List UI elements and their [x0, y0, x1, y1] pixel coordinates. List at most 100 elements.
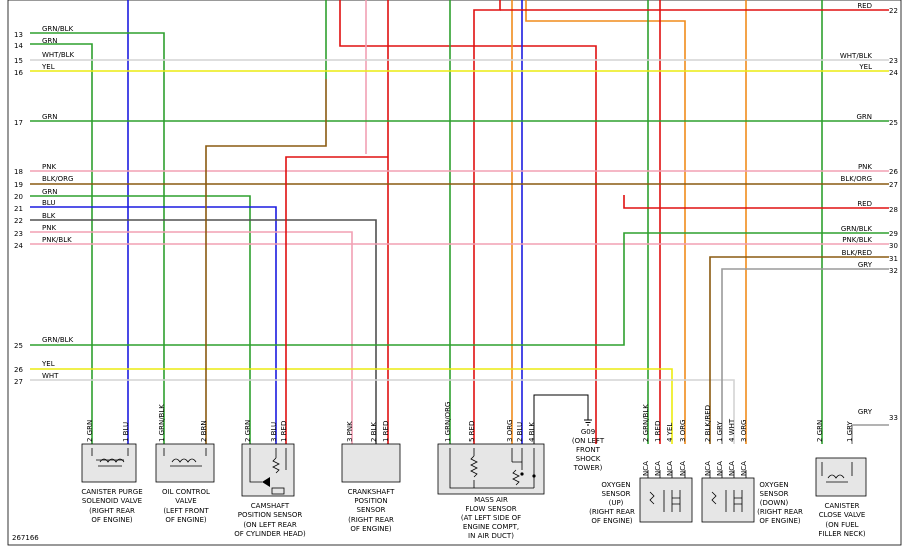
o2down-caption-1: OXYGEN	[759, 481, 788, 489]
oil-control-valve: 1 GRN/BLK 2 BRN OIL CONTROL VALVE (LEFT …	[155, 404, 215, 524]
close-caption-3: (ON FUEL	[825, 521, 858, 529]
left-pin-23-label: PNK	[42, 224, 56, 232]
left-pin-15-label: WHT/BLK	[42, 51, 75, 59]
o2down-caption-2: SENSOR	[760, 490, 789, 498]
crank-pin-1: 1 RED	[382, 421, 390, 442]
wire-h-13	[30, 32, 165, 444]
o2down-caption-3: (DOWN)	[760, 499, 789, 507]
close-pin-2: 2 GRN	[816, 420, 824, 442]
o2down-nca-3: NCA	[728, 461, 736, 476]
ground-g09: G09 (ON LEFT FRONT SHOCK TOWER)	[572, 419, 605, 472]
left-pin-14-num: 14	[14, 42, 23, 50]
maf-caption-3: (AT LEFT SIDE OF	[461, 514, 521, 522]
right-pin-27-label: BLK/ORG	[841, 175, 872, 183]
cam-caption-3: (ON LEFT REAR	[243, 521, 297, 529]
heater-icon	[649, 490, 681, 512]
purge-caption-2: SOLENOID VALVE	[82, 497, 142, 505]
ground-icon	[584, 419, 592, 426]
maf-caption-2: FLOW SENSOR	[465, 505, 516, 513]
crank-pin-2: 2 BLK	[370, 422, 378, 442]
purge-pin-2: 2 GRN	[86, 420, 94, 442]
o2up-pin-1: 1 RED	[654, 421, 662, 442]
wire-h-31	[709, 256, 889, 444]
right-pin-23-num: 23	[889, 57, 898, 65]
o2up-caption-3: (UP)	[609, 499, 624, 507]
oil-caption-3: (LEFT FRONT	[163, 507, 209, 515]
right-pin-25-num: 25	[889, 119, 898, 127]
crank-pin-3: 3 PNK	[346, 421, 354, 442]
o2down-pin-2: 2 BLK/RED	[704, 405, 712, 442]
diode-icon	[262, 477, 270, 487]
left-pin-20-label: GRN	[42, 188, 58, 196]
crank-caption-5: OF ENGINE)	[350, 525, 392, 533]
wire-h-28	[623, 195, 889, 209]
oil-pin-1: 1 GRN/BLK	[158, 404, 166, 442]
crankshaft-position-sensor: 3 PNK 2 BLK 1 RED CRANKSHAFT POSITION SE…	[341, 421, 401, 533]
cam-caption-4: OF CYLINDER HEAD)	[234, 530, 306, 538]
left-pin-14-label: GRN	[42, 37, 58, 45]
wire-h-22l	[30, 219, 377, 444]
crank-caption-2: POSITION	[354, 497, 387, 505]
right-pin-30-label: PNK/BLK	[842, 236, 872, 244]
left-pin-19-num: 19	[14, 181, 23, 189]
left-pin-16-label: YEL	[41, 63, 55, 71]
o2down-caption-5: OF ENGINE)	[759, 517, 801, 525]
wire-red-maf	[339, 0, 597, 444]
crank-caption-1: CRANKSHAFT	[348, 488, 395, 496]
right-pin-27-num: 27	[889, 181, 898, 189]
right-pin-31-num: 31	[889, 255, 898, 263]
maf-pin-3: 3 ORG	[506, 420, 514, 442]
coil-icon	[99, 458, 125, 463]
wire-h-33	[851, 424, 889, 444]
left-pin-17-label: GRN	[42, 113, 58, 121]
cam-pin-3: 3 BLU	[270, 422, 278, 442]
oil-caption-2: VALVE	[175, 497, 196, 505]
wire-brn-oil	[205, 79, 327, 444]
left-pin-list: 13 GRN/BLK 14 GRN 15 WHT/BLK 16 YEL 17 G…	[14, 25, 75, 386]
left-pin-20-num: 20	[14, 193, 23, 201]
o2up-nca-3: NCA	[666, 461, 674, 476]
right-pin-29-label: GRN/BLK	[841, 225, 873, 233]
wire-h-21	[30, 206, 277, 444]
left-pin-26-num: 26	[14, 366, 23, 374]
ground-label-2: (ON LEFT	[572, 437, 605, 445]
ground-label-5: TOWER)	[573, 464, 603, 472]
purge-caption-1: CANISTER PURGE	[81, 488, 142, 496]
o2down-pin-4: 4 WHT	[728, 418, 736, 442]
wires	[30, 0, 889, 444]
close-caption-1: CANISTER	[825, 502, 860, 510]
maf-pin-1: 1 GRN/ORG	[444, 402, 452, 442]
oxygen-sensor-up: 2 GRN/BLK 1 RED 4 YEL 3 ORG NCA NCA NCA …	[589, 404, 693, 525]
o2up-caption-5: OF ENGINE)	[591, 517, 633, 525]
wire-h-20	[30, 195, 251, 444]
purge-caption-4: OF ENGINE)	[91, 516, 133, 524]
frame-border	[7, 0, 902, 546]
right-pin-list: RED 22 WHT/BLK 23 YEL 24 GRN 25 PNK 26 B…	[840, 2, 899, 422]
coil-icon	[827, 474, 845, 479]
oil-pin-2: 2 BRN	[200, 420, 208, 442]
right-pin-28-num: 28	[889, 206, 898, 214]
right-pin-31-label: BLK/RED	[842, 249, 872, 257]
crank-caption-3: SENSOR	[357, 506, 386, 514]
canister-close-valve: 2 GRN 1 GRY CANISTER CLOSE VALVE (ON FUE…	[815, 420, 867, 538]
cam-pin-2: 2 GRN	[244, 420, 252, 442]
right-pin-33-num: 33	[889, 414, 898, 422]
maf-caption-4: ENGINE COMPT,	[463, 523, 519, 531]
right-pin-30-num: 30	[889, 242, 898, 250]
mass-air-flow-sensor: 1 GRN/ORG 5 RED 3 ORG 2 BLU 4 BLK MASS A…	[437, 402, 545, 540]
right-pin-29-num: 29	[889, 230, 898, 238]
right-pin-25-label: GRN	[856, 113, 872, 121]
o2up-caption-1: OXYGEN	[601, 481, 630, 489]
o2down-nca-4: NCA	[740, 461, 748, 476]
left-pin-24-label: PNK/BLK	[42, 236, 72, 244]
oil-caption-4: OF ENGINE)	[165, 516, 207, 524]
right-pin-22-num: 22	[889, 7, 898, 15]
crank-caption-4: (RIGHT REAR	[348, 516, 394, 524]
wire-org-o2up	[525, 0, 686, 444]
left-pin-21-label: BLU	[42, 199, 55, 207]
left-pin-16-num: 16	[14, 69, 23, 77]
right-pin-32-num: 32	[889, 267, 898, 275]
right-pin-28-label: RED	[857, 200, 872, 208]
left-pin-13-num: 13	[14, 31, 23, 39]
